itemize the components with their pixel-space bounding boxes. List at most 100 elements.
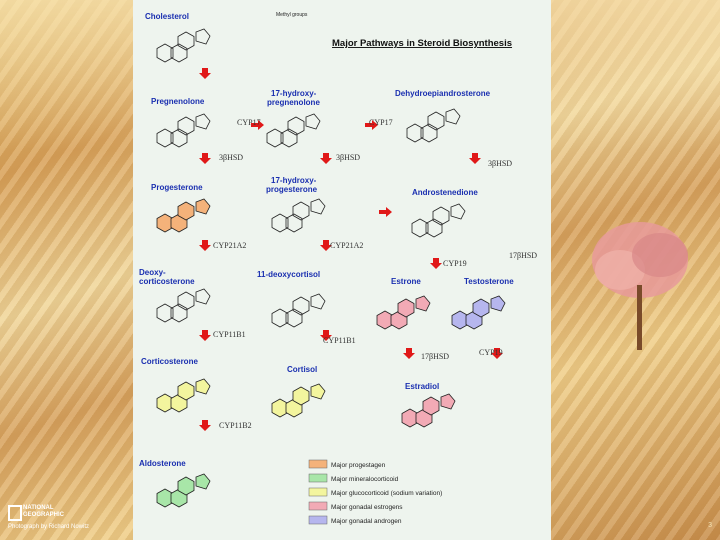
label-cholesterol: Cholesterol bbox=[145, 12, 189, 21]
enzyme-cyp17-a: CYP17 bbox=[237, 118, 261, 127]
label-androstenedione: Androstenedione bbox=[412, 188, 478, 197]
molecule-structures bbox=[156, 28, 506, 508]
photo-credit: Photograph by Richard Nowitz bbox=[8, 524, 90, 530]
enzyme-cyp21a2-a: CYP21A2 bbox=[213, 241, 246, 250]
structure-estradiol bbox=[401, 393, 456, 428]
enzyme-17bhsd-b: 17βHSD bbox=[421, 352, 449, 361]
enzyme-cyp17-b: CYP17 bbox=[369, 118, 393, 127]
structure-corticosterone bbox=[156, 378, 211, 413]
label-deoxycorticosterone-1: Deoxy- bbox=[139, 268, 166, 277]
enzyme-3bhsd-a: 3βHSD bbox=[219, 153, 243, 162]
label-estradiol: Estradiol bbox=[405, 382, 439, 391]
structure-ring bbox=[177, 476, 195, 496]
legend-label-glucocorticoid: Major glucocorticoid (sodium variation) bbox=[331, 490, 442, 497]
enzyme-3bhsd-b: 3βHSD bbox=[336, 153, 360, 162]
structure-hydroxyprogesterone bbox=[271, 198, 326, 233]
structure-cortisol bbox=[271, 383, 326, 418]
structure-deoxycorticosterone bbox=[156, 288, 211, 323]
logo-text-line2: GEOGRAPHIC bbox=[23, 512, 65, 518]
label-deoxycortisol: 11-deoxycortisol bbox=[257, 270, 320, 279]
structure-ring bbox=[177, 381, 195, 401]
structure-ring bbox=[292, 201, 310, 221]
enzyme-cyp11b1-b: CYP11B1 bbox=[323, 336, 356, 345]
structure-aldosterone bbox=[156, 473, 211, 508]
structure-dhea bbox=[406, 108, 461, 143]
label-hydroxypregnenolone: 17-hydroxy- pregnenolone bbox=[267, 89, 320, 107]
enzyme-cyp19-a: CYP19 bbox=[443, 259, 467, 268]
logo-frame-icon bbox=[8, 505, 22, 521]
enzyme-cyp11b1-a: CYP11B1 bbox=[213, 330, 246, 339]
methyl-groups-label: Methyl groups bbox=[276, 12, 308, 18]
page-number: 3 bbox=[708, 522, 712, 529]
structure-ring bbox=[195, 473, 211, 490]
legend-label-progestagen: Major progestagen bbox=[331, 462, 386, 469]
legend-swatch-glucocorticoid bbox=[308, 487, 328, 497]
enzyme-cyp19-b: CYP19 bbox=[479, 348, 503, 357]
structure-ring bbox=[195, 288, 211, 305]
label-hydroxyprogesterone-2: progesterone bbox=[266, 185, 318, 194]
pathway-arrow bbox=[403, 348, 415, 359]
structure-androstenedione bbox=[411, 203, 466, 238]
label-hydroxypregnenolone-1: 17-hydroxy- bbox=[271, 89, 317, 98]
label-aldosterone: Aldosterone bbox=[139, 459, 186, 468]
structure-ring bbox=[422, 396, 440, 416]
pathway-arrows bbox=[199, 68, 503, 431]
label-dhea: Dehydroepiandrosterone bbox=[395, 89, 491, 98]
pathway-arrow bbox=[199, 240, 211, 251]
label-testosterone: Testosterone bbox=[464, 277, 514, 286]
structure-ring bbox=[177, 116, 195, 136]
enzyme-cyp21a2-b: CYP21A2 bbox=[330, 241, 363, 250]
structure-ring bbox=[310, 198, 326, 215]
structure-ring bbox=[445, 108, 461, 125]
diagram-title: Major Pathways in Steroid Biosynthesis bbox=[332, 38, 512, 49]
label-estrone: Estrone bbox=[391, 277, 421, 286]
label-hydroxyprogesterone: 17-hydroxy- progesterone bbox=[266, 176, 319, 194]
structure-deoxycortisol bbox=[271, 293, 326, 328]
structure-ring bbox=[195, 198, 211, 215]
structure-cholesterol bbox=[156, 28, 211, 63]
enzyme-17bhsd-a: 17βHSD bbox=[509, 251, 537, 260]
structure-ring bbox=[195, 113, 211, 130]
structure-ring bbox=[432, 206, 450, 226]
legend-label-mineralocorticoid: Major mineralocorticoid bbox=[331, 476, 399, 483]
structure-ring bbox=[427, 111, 445, 131]
structure-pregnenolone bbox=[156, 113, 211, 148]
pathway-arrow bbox=[379, 207, 392, 217]
pathway-arrow bbox=[430, 258, 442, 269]
legend-label-estrogen: Major gonadal estrogens bbox=[331, 504, 403, 511]
steroid-pathway-diagram: Major Pathways in Steroid Biosynthesis M… bbox=[139, 12, 537, 525]
pathway-arrow bbox=[365, 120, 378, 130]
legend-swatch-androgen bbox=[308, 515, 328, 525]
logo-text-line1: NATIONAL bbox=[23, 505, 54, 511]
structure-estrone bbox=[376, 295, 431, 330]
structure-ring bbox=[310, 383, 326, 400]
legend-swatch-progestagen bbox=[308, 459, 328, 469]
structure-ring bbox=[177, 201, 195, 221]
pathway-arrow bbox=[469, 153, 481, 164]
structure-ring bbox=[397, 298, 415, 318]
structure-hydroxypregnenolone bbox=[266, 113, 321, 148]
structure-ring bbox=[195, 28, 211, 45]
pathway-arrow bbox=[199, 330, 211, 341]
structure-ring bbox=[195, 378, 211, 395]
pathway-arrow bbox=[251, 120, 264, 130]
label-hydroxypregnenolone-2: pregnenolone bbox=[267, 98, 320, 107]
legend-swatch-estrogen bbox=[308, 501, 328, 511]
pathway-arrow bbox=[199, 420, 211, 431]
structure-ring bbox=[440, 393, 456, 410]
structure-ring bbox=[305, 113, 321, 130]
tree-illustration bbox=[592, 222, 688, 350]
structure-ring bbox=[292, 296, 310, 316]
pathway-arrow bbox=[199, 68, 211, 79]
label-corticosterone: Corticosterone bbox=[141, 357, 198, 366]
structure-ring bbox=[472, 298, 490, 318]
legend-label-androgen: Major gonadal androgen bbox=[331, 518, 402, 525]
label-cortisol: Cortisol bbox=[287, 365, 317, 374]
legend-swatch-mineralocorticoid bbox=[308, 473, 328, 483]
label-deoxycorticosterone-2: corticosterone bbox=[139, 277, 195, 286]
pathway-arrow bbox=[320, 153, 332, 164]
structure-ring bbox=[177, 291, 195, 311]
structure-ring bbox=[292, 386, 310, 406]
